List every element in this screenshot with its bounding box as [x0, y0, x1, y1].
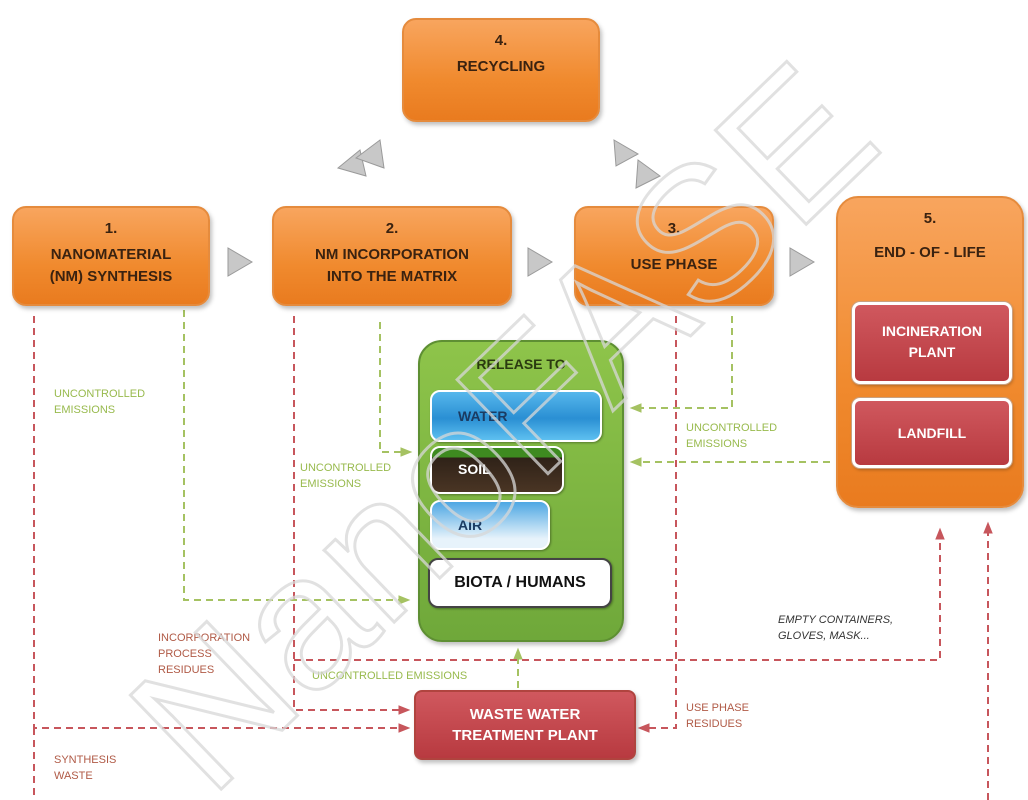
release-biota-humans: BIOTA / HUMANS — [428, 558, 612, 608]
green-emission-lines — [183, 310, 830, 688]
stage-label: END - OF - LIFE — [874, 244, 986, 261]
waste-water-treatment-plant: WASTE WATER TREATMENT PLANT — [414, 690, 636, 760]
landfill: LANDFILL — [852, 398, 1012, 468]
label-uncontrolled-emissions: UNCONTROLLED EMISSIONS — [54, 388, 146, 416]
stage-recycling: 4. RECYCLING — [402, 18, 600, 122]
stage-label: NM INCORPORATION INTO THE MATRIX — [315, 246, 469, 285]
stage-number: 3. — [667, 220, 681, 237]
label-use-phase-residues: USE PHASE RESIDUES — [686, 702, 749, 730]
stage-label: NANOMATERIAL (NM) SYNTHESIS — [49, 246, 173, 285]
arrow-1-to-2 — [227, 247, 253, 277]
label-uncontrolled-emissions: UNCONTROLLED EMISSIONS — [312, 670, 468, 682]
stage-incorporation: 2. NM INCORPORATION INTO THE MATRIX — [272, 206, 512, 306]
label-uncontrolled-emissions: UNCONTROLLED EMISSIONS — [300, 462, 392, 490]
arrow-4-to-3a — [613, 139, 640, 167]
label-empty-containers: EMPTY CONTAINERS, GLOVES, MASK... — [778, 614, 894, 642]
release-title: RELEASE TO — [476, 356, 566, 372]
arrow-2-to-4b — [354, 139, 385, 169]
arrow-2-to-3 — [527, 247, 553, 277]
stage-use-phase: 3. USE PHASE — [574, 206, 774, 306]
incineration-plant: INCINERATION PLANT — [852, 302, 1012, 384]
stage-number: 2. — [385, 220, 399, 237]
process-arrows — [227, 139, 815, 277]
stage-label: USE PHASE — [630, 256, 718, 273]
stage-label: RECYCLING — [456, 58, 546, 75]
arrow-4-to-3b — [635, 159, 661, 189]
release-soil: SOIL — [430, 446, 564, 494]
stage-number: 5. — [923, 210, 937, 227]
stage-number: 1. — [104, 220, 118, 237]
stage-number: 4. — [494, 32, 508, 49]
label-synthesis-waste: SYNTHESIS WASTE — [54, 754, 117, 782]
stage-synthesis: 1. NANOMATERIAL (NM) SYNTHESIS — [12, 206, 210, 306]
label-incorporation-residues: INCORPORATION PROCESS RESIDUES — [158, 632, 251, 676]
arrow-3-to-5 — [789, 247, 815, 277]
release-water: WATER — [430, 390, 602, 442]
release-air: AIR — [430, 500, 550, 550]
label-uncontrolled-emissions: UNCONTROLLED EMISSIONS — [686, 422, 778, 450]
red-waste-lines — [33, 316, 993, 800]
